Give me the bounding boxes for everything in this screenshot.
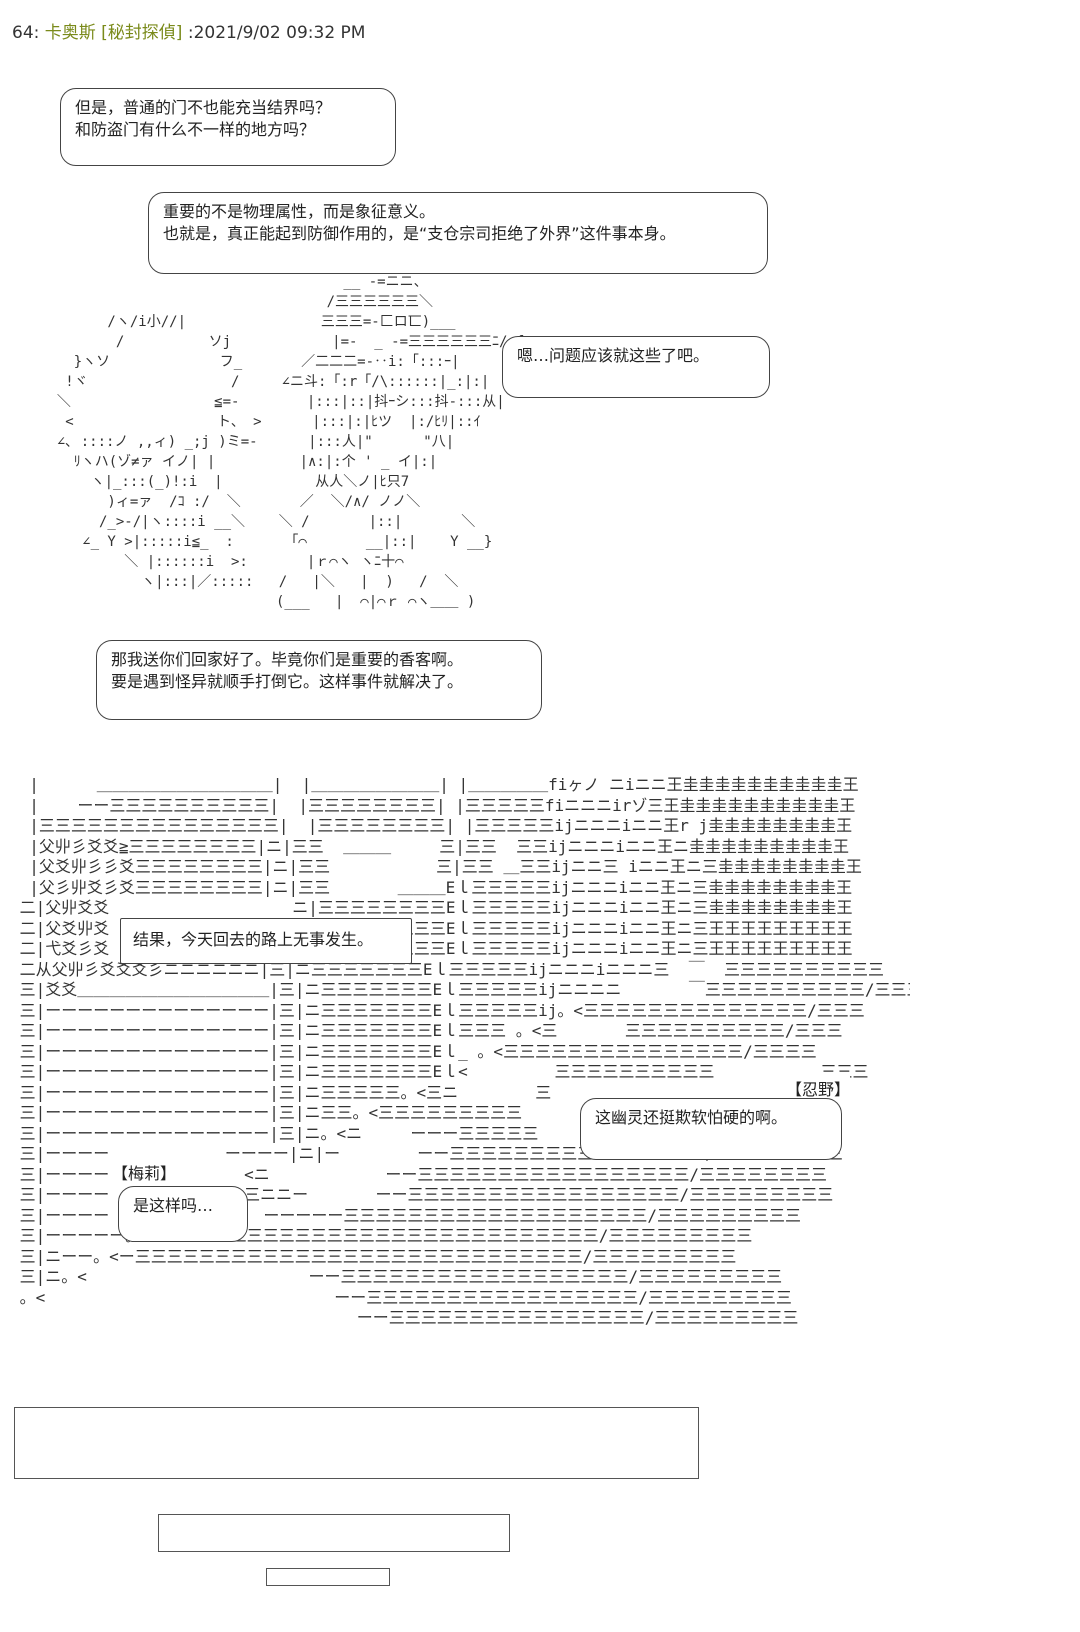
speech-bubble-6: 这幽灵还挺欺软怕硬的啊。 <box>580 1098 842 1160</box>
speech-bubble-2: 重要的不是物理属性，而是象征意义。 也就是，真正能起到防御作用的，是“支仓宗司拒… <box>148 192 768 274</box>
bubble-2-line-1: 重要的不是物理属性，而是象征意义。 <box>163 202 436 221</box>
post-header: 64: 卡奥斯 [秘封探偵] :2021/9/02 09:32 PM <box>12 18 365 43</box>
post-timestamp: :2021/9/02 09:32 PM <box>187 23 366 43</box>
street-scene-ascii-art: | ＿＿＿＿＿＿＿＿＿＿＿| |＿＿＿＿＿＿＿＿| |＿＿＿＿＿fiヶノ ニiニ… <box>19 775 910 1327</box>
speech-bubble-7: 是这样吗… <box>118 1186 248 1242</box>
bubble-4-line-2: 要是遇到怪异就顺手打倒它。这样事件就解决了。 <box>111 672 464 691</box>
bubble-3-line-1: 嗯…问题应该就这些了吧。 <box>517 346 710 365</box>
speaker-tag-meri: 【梅莉】 <box>112 1160 177 1184</box>
narration-box: 结果，今天回去的路上无事发生。 <box>120 918 412 964</box>
bubble-6-line-1: 这幽灵还挺欺软怕硬的啊。 <box>595 1108 788 1127</box>
speech-bubble-1: 但是，普通的门不也能充当结界吗？ 和防盗门有什么不一样的地方吗？ <box>60 88 396 166</box>
empty-panel-large <box>14 1407 699 1479</box>
character-ascii-art: __ -=ニニ、 /三三三三三三＼ /ヽ/i小//| 三三三=-匚ロ匸)___ … <box>56 274 524 610</box>
bubble-7-line-1: 是这样吗… <box>133 1196 214 1215</box>
speaker-tag-shinobu: 【忍野】 <box>786 1076 851 1100</box>
bubble-4-line-1: 那我送你们回家好了。毕竟你们是重要的香客啊。 <box>111 650 464 669</box>
speech-bubble-4: 那我送你们回家好了。毕竟你们是重要的香客啊。 要是遇到怪异就顺手打倒它。这样事件… <box>96 640 542 720</box>
bubble-1-line-2: 和防盗门有什么不一样的地方吗？ <box>75 120 316 139</box>
author-name[interactable]: 卡奥斯 [秘封探偵] <box>44 23 183 43</box>
post-number: 64: <box>12 23 40 43</box>
speech-bubble-3: 嗯…问题应该就这些了吧。 <box>502 336 770 398</box>
bubble-1-line-1: 但是，普通的门不也能充当结界吗？ <box>75 98 332 117</box>
empty-panel-medium <box>158 1514 510 1552</box>
bubble-2-line-2: 也就是，真正能起到防御作用的，是“支仓宗司拒绝了外界”这件事本身。 <box>163 224 676 243</box>
narration-text: 结果，今天回去的路上无事发生。 <box>133 930 374 949</box>
empty-panel-small <box>266 1568 390 1586</box>
